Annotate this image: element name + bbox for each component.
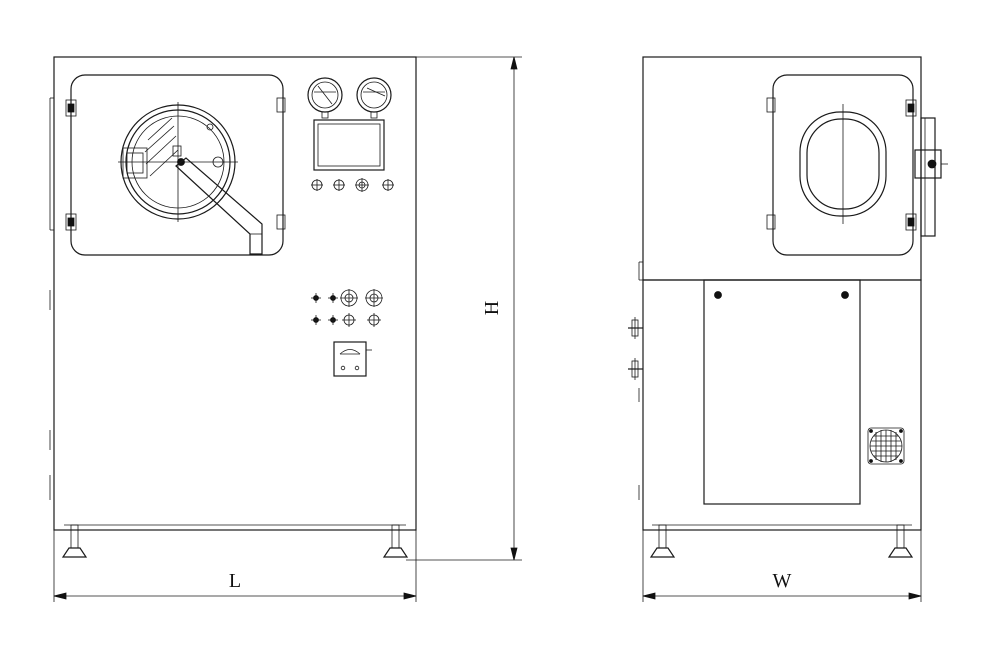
side-foot-left [649, 524, 676, 558]
side-door-latch-top [766, 97, 776, 113]
drive-mechanism [914, 95, 948, 237]
dimension-w: W [642, 530, 922, 602]
dimension-h: H [406, 56, 522, 561]
side-door-latch-bottom [766, 214, 776, 230]
pressure-gauge-right [356, 77, 392, 119]
valve-bottom [628, 358, 643, 380]
side-foot-right [887, 524, 914, 558]
side-door-hinge-bottom [905, 213, 917, 231]
valve-top [628, 317, 643, 339]
door-latch-bottom [276, 214, 286, 230]
control-display [313, 119, 385, 171]
side-view [628, 56, 948, 558]
dimension-l: L [53, 530, 417, 602]
door-hinge-left-top [65, 99, 77, 117]
door-latch-top [276, 97, 286, 113]
side-lower-cabinet [642, 279, 922, 531]
front-door [70, 74, 284, 256]
side-view-window [799, 104, 887, 224]
dimension-label-l: L [229, 570, 241, 592]
front-foot-right [382, 524, 409, 558]
front-foot-left [61, 524, 88, 558]
drum-window [118, 102, 238, 222]
control-button-grid [311, 289, 383, 327]
door-hinge-left-bottom [65, 213, 77, 231]
pressure-gauge-left [307, 77, 343, 119]
dimension-label-h: H [481, 301, 503, 315]
control-knob-row [311, 178, 394, 192]
side-door [772, 74, 914, 256]
vent-grille [867, 427, 905, 465]
spray-arm [175, 157, 263, 255]
front-view [49, 56, 417, 558]
side-door-hinge-top [905, 99, 917, 117]
access-panel [703, 279, 861, 505]
dimension-label-w: W [773, 570, 792, 592]
ammeter-box [333, 341, 372, 377]
front-cabinet [53, 56, 417, 531]
